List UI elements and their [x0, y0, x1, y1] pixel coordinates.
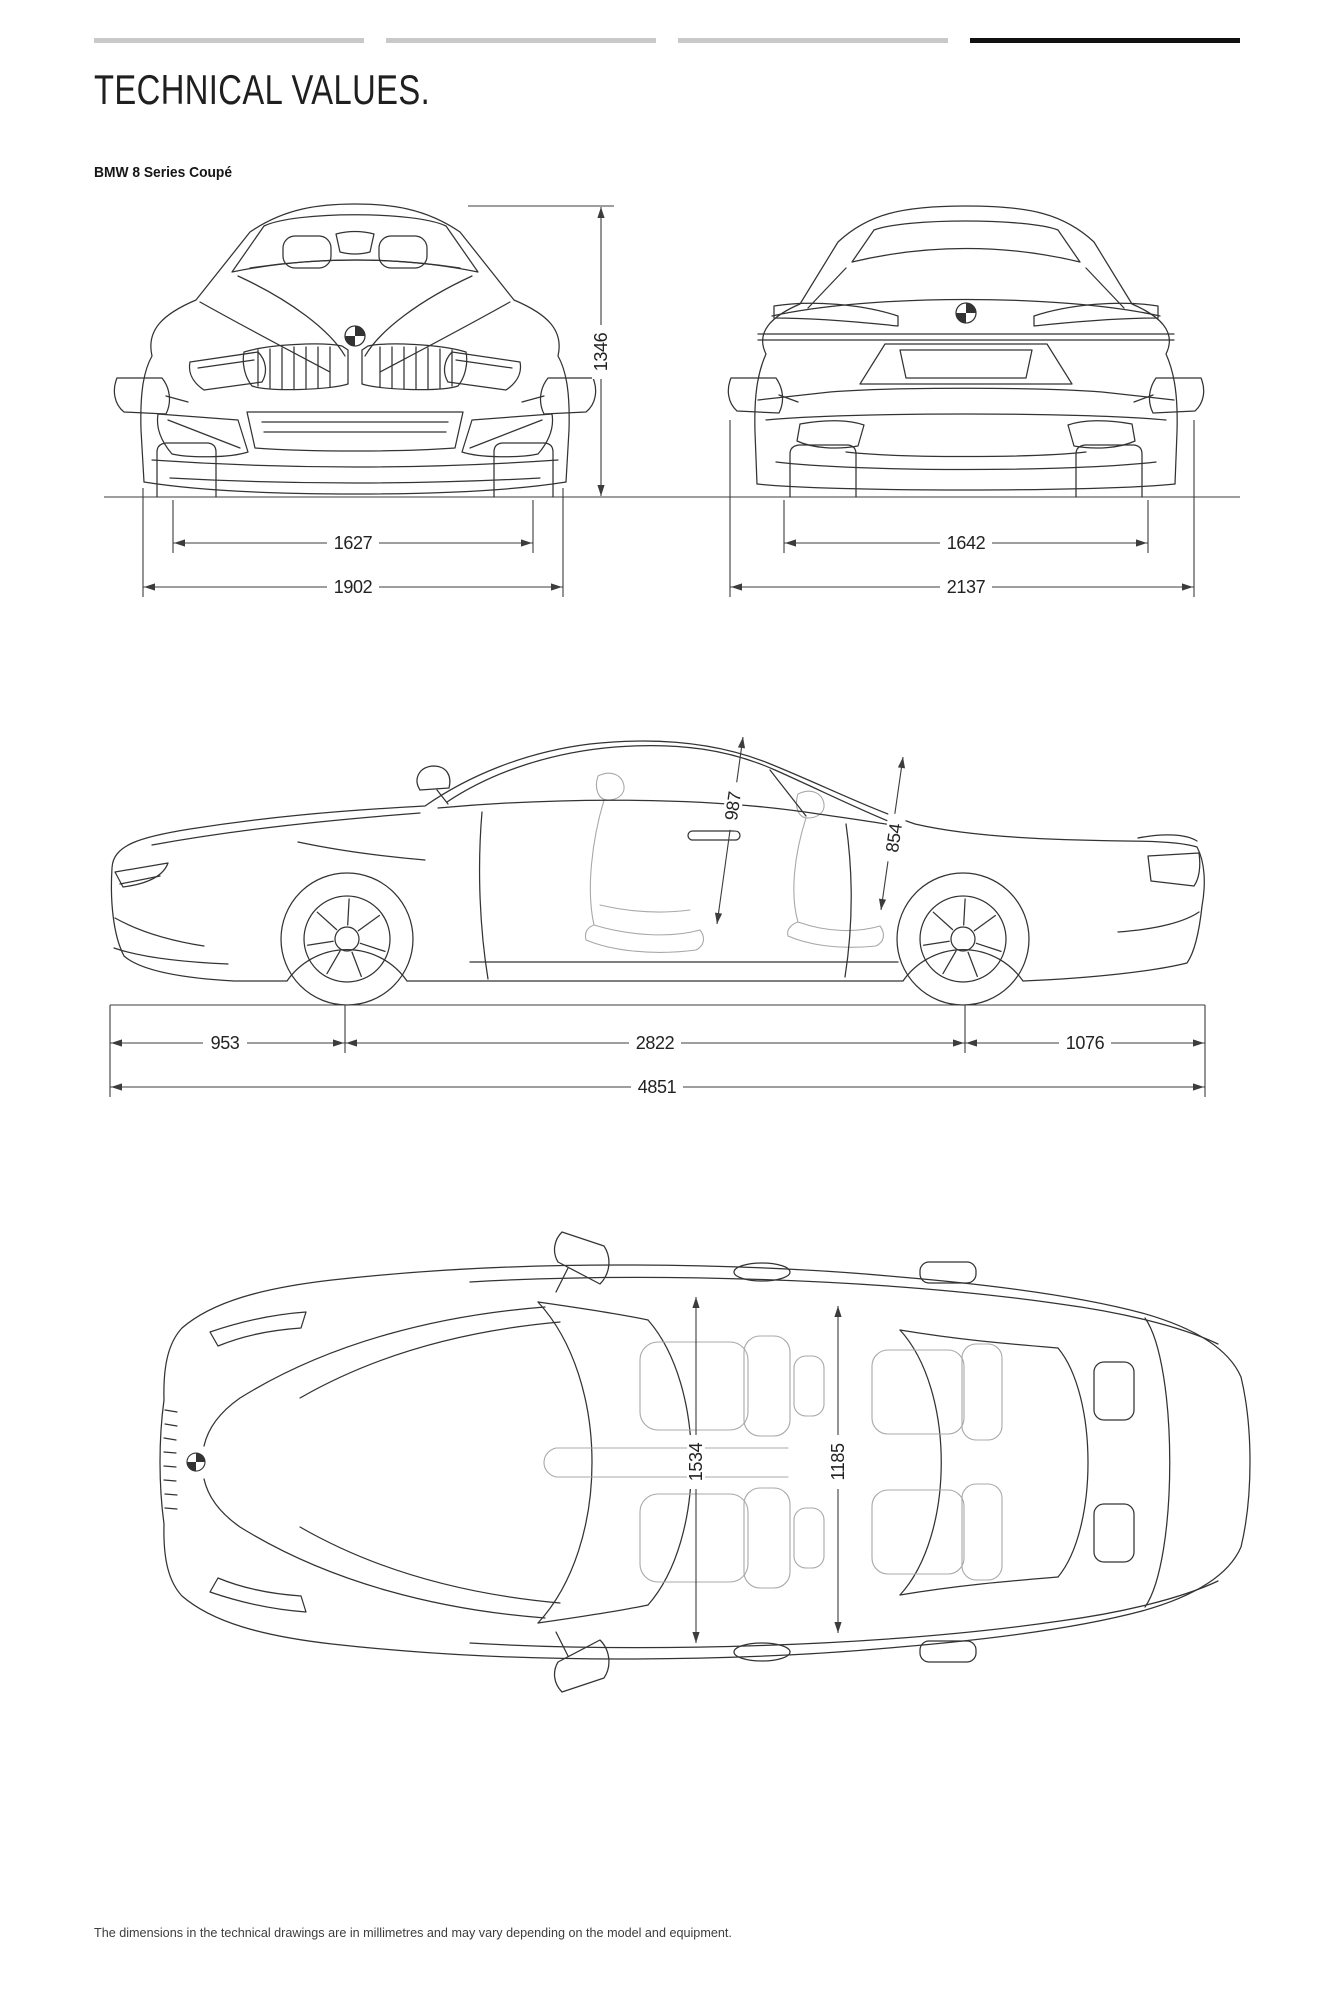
dim-front-track: 1627 — [172, 500, 534, 553]
bmw-roundel — [955, 302, 977, 324]
dim-label-height: 1346 — [591, 332, 611, 371]
headlight — [188, 351, 267, 391]
dim-front-width: 1902 — [142, 488, 564, 597]
rearview-mirror — [335, 230, 375, 255]
top-view-drawing — [159, 1231, 1251, 1693]
bmw-roundel — [186, 1452, 206, 1472]
dim-label-front-shoulder: 1534 — [686, 1442, 706, 1481]
taillight — [1033, 302, 1159, 327]
headlight — [443, 351, 522, 391]
dim-label-wheelbase: 2822 — [636, 1033, 675, 1053]
front-wheel — [280, 872, 414, 1006]
rear-view-drawing — [727, 205, 1205, 498]
dim-label-front-overhang: 953 — [211, 1033, 240, 1053]
exhaust — [796, 420, 865, 449]
dim-label-front-headroom: 987 — [721, 790, 745, 822]
dim-length-chain: 953 2822 1076 4851 — [109, 1004, 1206, 1097]
side-mirror — [539, 377, 597, 415]
bmw-roundel — [344, 325, 366, 347]
footnote: The dimensions in the technical drawings… — [94, 1925, 732, 1940]
dim-front-shoulder: 1534 — [686, 1297, 706, 1643]
headlight-side — [114, 862, 169, 888]
pagination-bars — [94, 38, 1240, 43]
side-mirror — [727, 377, 784, 414]
side-view-drawing — [110, 740, 1205, 1006]
pagination-bar-active — [970, 38, 1240, 43]
dim-rear-shoulder: 1185 — [828, 1306, 848, 1633]
taillight-side — [1147, 852, 1201, 887]
door-handle — [687, 830, 741, 841]
pagination-bar — [386, 38, 656, 43]
dim-label-length: 4851 — [638, 1077, 677, 1097]
dim-front-headroom: 987 — [713, 736, 747, 925]
pagination-bar — [94, 38, 364, 43]
dim-label-rear-overhang: 1076 — [1066, 1033, 1105, 1053]
front-view-drawing — [113, 203, 597, 498]
side-mirror — [1148, 377, 1205, 414]
dim-label-track: 1627 — [334, 533, 373, 553]
dim-rear-headroom: 854 — [877, 756, 907, 911]
dim-label-rear-track: 1642 — [947, 533, 986, 553]
rear-wheel — [896, 872, 1030, 1006]
seat-ghosts-side — [584, 772, 885, 953]
pagination-bar — [678, 38, 948, 43]
side-mirror-top — [553, 1231, 610, 1285]
dim-label-width: 1902 — [334, 577, 373, 597]
dim-rear-track: 1642 — [783, 500, 1149, 553]
dim-label-rear-headroom: 854 — [882, 822, 906, 854]
kidney-grille — [242, 343, 468, 391]
seat-ghosts-top — [543, 1335, 1003, 1589]
dim-front-height: 1346 — [468, 205, 614, 496]
taillight — [773, 302, 899, 327]
side-mirror-top — [553, 1639, 610, 1693]
side-mirror — [416, 765, 451, 791]
page-title: TECHNICAL VALUES. — [94, 66, 431, 113]
dim-rear-width-mirrors: 2137 — [729, 420, 1195, 597]
dim-label-width-mirrors: 2137 — [947, 577, 986, 597]
model-name: BMW 8 Series Coupé — [94, 164, 233, 181]
dim-label-rear-shoulder: 1185 — [828, 1443, 848, 1480]
side-mirror — [113, 377, 171, 415]
exhaust — [1067, 420, 1136, 449]
license-plate-recess — [899, 349, 1033, 379]
